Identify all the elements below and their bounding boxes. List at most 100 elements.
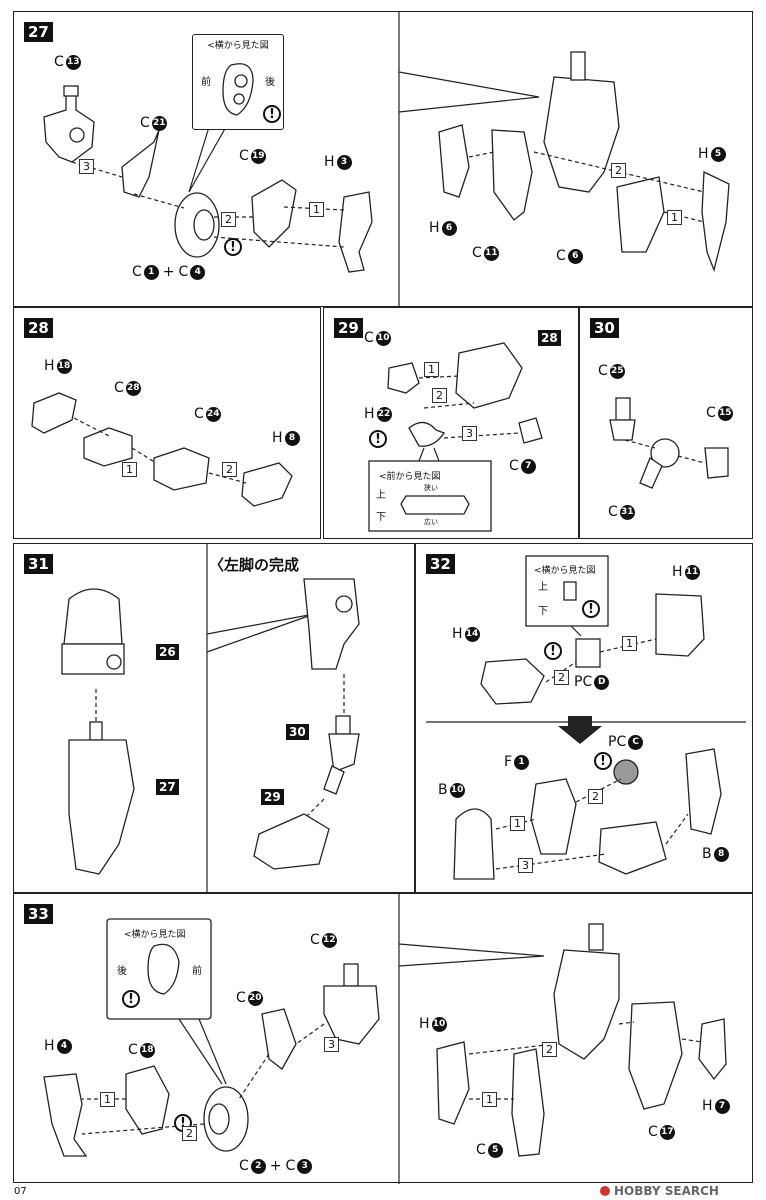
step-32-illustration xyxy=(426,555,746,880)
label-ref-26: 26 xyxy=(154,644,179,660)
bottom-label: 下 xyxy=(538,606,548,617)
top-label: 上 xyxy=(538,582,548,593)
front-label: 前 xyxy=(192,966,202,977)
arrow-step: 3 xyxy=(79,159,94,174)
step-33-panel: 33 <横から見た図 後 前 ! xyxy=(13,893,753,1184)
caution-icon: ! xyxy=(594,752,612,770)
step-28-illustration xyxy=(31,392,293,507)
arrow-step: 1 xyxy=(122,462,137,477)
caution-icon: ! xyxy=(224,238,242,256)
arrow-step: 2 xyxy=(542,1042,557,1057)
step-number: 32 xyxy=(426,554,455,574)
back-label: 後 xyxy=(265,77,275,88)
label-ref-27: 27 xyxy=(154,779,179,795)
arrow-step: 2 xyxy=(588,789,603,804)
caution-icon: ! xyxy=(544,642,562,660)
arrow-step: 3 xyxy=(324,1037,339,1052)
step-30-illustration xyxy=(609,397,729,489)
arrow-step: 1 xyxy=(424,362,439,377)
front-label: 前 xyxy=(201,77,211,88)
top-label: 上 xyxy=(376,490,386,501)
callout-title: <横から見た図 xyxy=(534,566,596,576)
watermark-logo-icon xyxy=(600,1186,610,1196)
callout-title: <前から見た図 xyxy=(379,472,441,482)
arrow-step: 1 xyxy=(622,636,637,651)
step-27-illustration xyxy=(43,12,730,308)
arrow-step: 3 xyxy=(462,426,477,441)
arrow-step: 2 xyxy=(222,462,237,477)
back-label: 後 xyxy=(117,966,127,977)
callout-title: <横から見た図 xyxy=(124,930,186,940)
step-31-illustration xyxy=(61,544,360,894)
arrow-step: 2 xyxy=(611,163,626,178)
step-31-title: 〈左脚の完成 xyxy=(209,556,300,574)
step-27-panel: 27 <横から見た図 xyxy=(13,11,753,308)
arrow-step: 1 xyxy=(667,210,682,225)
arrow-step: 2 xyxy=(554,670,569,685)
side-view-sketch xyxy=(222,63,254,116)
step-number: 29 xyxy=(334,318,363,338)
label-ref-30: 30 xyxy=(284,724,309,740)
side-view-callout: <横から見た図 前 後 ! xyxy=(192,34,284,130)
arrow-step: 1 xyxy=(100,1092,115,1107)
step-number: 27 xyxy=(24,22,53,42)
step-31-panel: 31 〈左脚の完成 26 27 30 29 xyxy=(13,543,415,894)
callout-title: <横から見た図 xyxy=(207,41,269,51)
arrow-step: 2 xyxy=(182,1126,197,1141)
arrow-step: 3 xyxy=(518,858,533,873)
step-29-illustration xyxy=(368,342,543,532)
arrow-step: 2 xyxy=(432,388,447,403)
label-ref-28: 28 xyxy=(536,330,561,346)
caution-icon: ! xyxy=(263,105,281,123)
arrow-step: 1 xyxy=(510,816,525,831)
page-number: 07 xyxy=(14,1186,27,1197)
caution-icon: ! xyxy=(369,430,387,448)
arrow-step: 1 xyxy=(309,202,324,217)
label-ref-29: 29 xyxy=(259,789,284,805)
narrow-label: 狭い xyxy=(424,484,438,492)
arrow-step: 2 xyxy=(221,212,236,227)
caution-icon: ! xyxy=(122,990,140,1008)
bottom-label: 下 xyxy=(376,512,386,523)
caution-icon: ! xyxy=(582,600,600,618)
step-number: 33 xyxy=(24,904,53,924)
step-number: 28 xyxy=(24,318,53,338)
step-number: 30 xyxy=(590,318,619,338)
arrow-step: 1 xyxy=(482,1092,497,1107)
step-number: 31 xyxy=(24,554,53,574)
